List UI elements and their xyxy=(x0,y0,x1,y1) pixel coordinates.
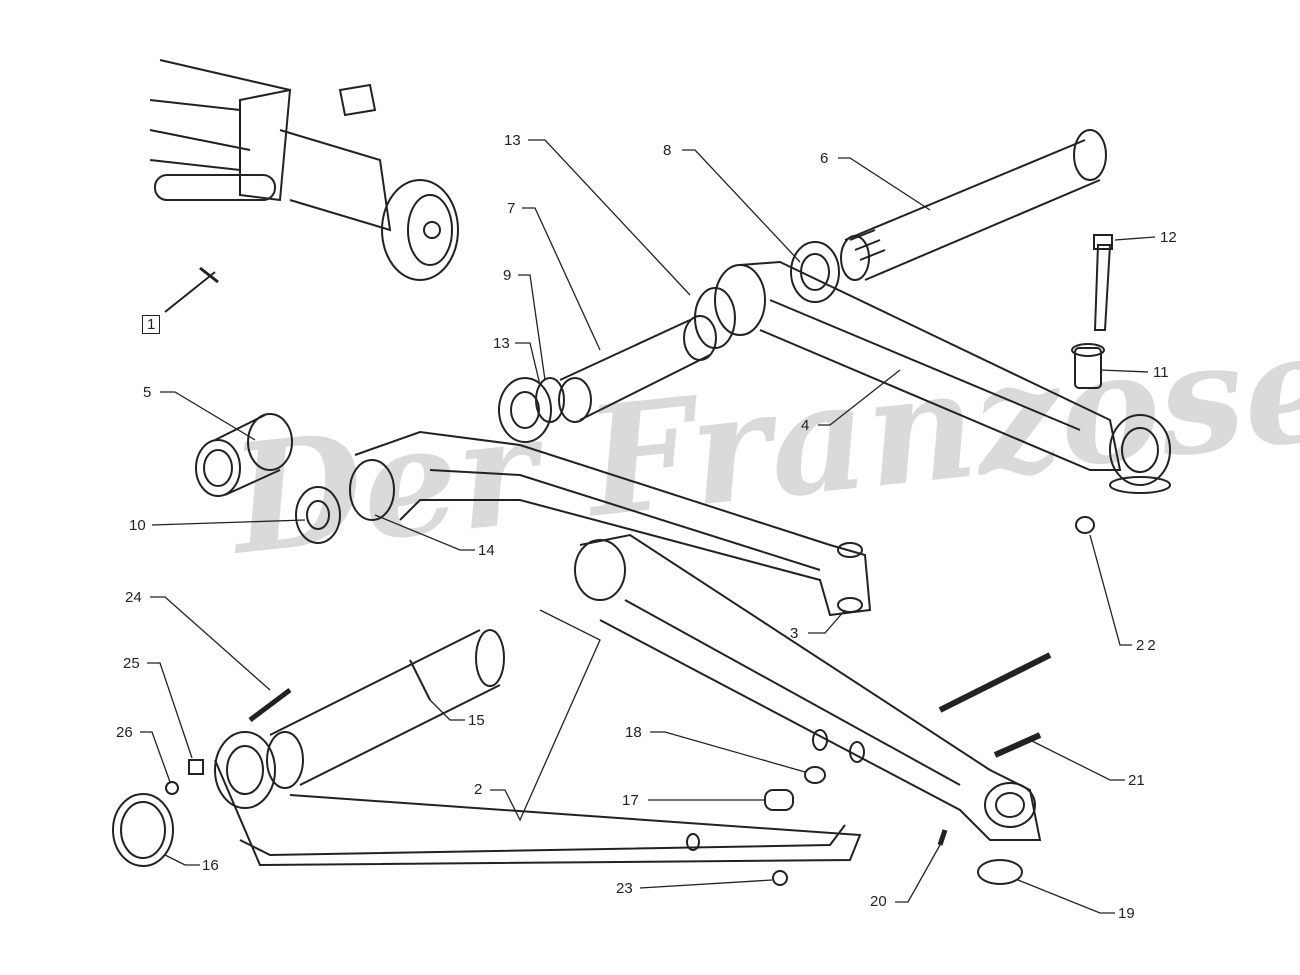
callout-21: 21 xyxy=(1128,772,1145,789)
part-25-clip xyxy=(188,759,204,775)
callout-17: 17 xyxy=(622,792,639,809)
part-15-tube xyxy=(266,629,505,789)
part-11-castle-nut xyxy=(1071,343,1105,389)
callout-5: 5 xyxy=(143,384,152,401)
part-20-grease-nipple xyxy=(937,829,948,846)
part-22-nut xyxy=(1075,516,1095,534)
part-12-bolt xyxy=(1093,234,1113,331)
callout-2: 2 xyxy=(474,781,483,798)
part-2-lower-link xyxy=(214,731,862,867)
part-23-nut xyxy=(772,870,788,886)
part-8-washer xyxy=(790,241,840,303)
part-2-arm xyxy=(574,533,1042,841)
part-16-ring xyxy=(112,793,174,867)
callout-15: 15 xyxy=(468,712,485,729)
callout-19: 19 xyxy=(1118,905,1135,922)
callout-20: 20 xyxy=(870,893,887,910)
callout-7: 7 xyxy=(507,200,516,217)
part-4-arm xyxy=(714,260,1171,494)
callout-6: 6 xyxy=(820,150,829,167)
part-19-cap xyxy=(977,859,1023,885)
callout-1: 1 xyxy=(142,315,161,334)
part-26-nut xyxy=(165,781,179,795)
callout-13-lower: 13 xyxy=(493,335,510,352)
leader-lines xyxy=(140,139,1156,914)
overview-assembly xyxy=(149,59,459,281)
part-10-nut xyxy=(295,486,341,544)
callout-10: 10 xyxy=(129,517,146,534)
part-24-bolt xyxy=(248,688,292,722)
part-13-seal-lower xyxy=(498,377,552,443)
callout-18: 18 xyxy=(625,724,642,741)
callout-22: 22 xyxy=(1136,637,1159,654)
part-14-seal xyxy=(349,459,395,521)
callout-26: 26 xyxy=(116,724,133,741)
callout-9: 9 xyxy=(503,267,512,284)
part-3-arm xyxy=(354,430,872,617)
callout-11: 11 xyxy=(1153,364,1169,381)
callout-23: 23 xyxy=(616,880,633,897)
callout-14: 14 xyxy=(478,542,495,559)
part-21-bolt xyxy=(993,732,1042,758)
callout-4: 4 xyxy=(801,417,810,434)
callout-3: 3 xyxy=(790,625,799,642)
callout-12: 12 xyxy=(1160,229,1177,246)
callout-24: 24 xyxy=(125,589,142,606)
part-17-bushing xyxy=(764,789,794,811)
part-pin xyxy=(938,652,1052,713)
leader-1 xyxy=(164,271,216,313)
callout-13-upper: 13 xyxy=(504,132,521,149)
part-13-seal-upper xyxy=(694,287,736,349)
callout-25: 25 xyxy=(123,655,140,672)
callout-16: 16 xyxy=(202,857,219,874)
part-6-tube xyxy=(840,129,1107,281)
part-5-bushing xyxy=(195,413,293,497)
part-7-bushing xyxy=(558,315,717,423)
part-18-washer xyxy=(804,766,826,784)
callout-8: 8 xyxy=(663,142,672,159)
